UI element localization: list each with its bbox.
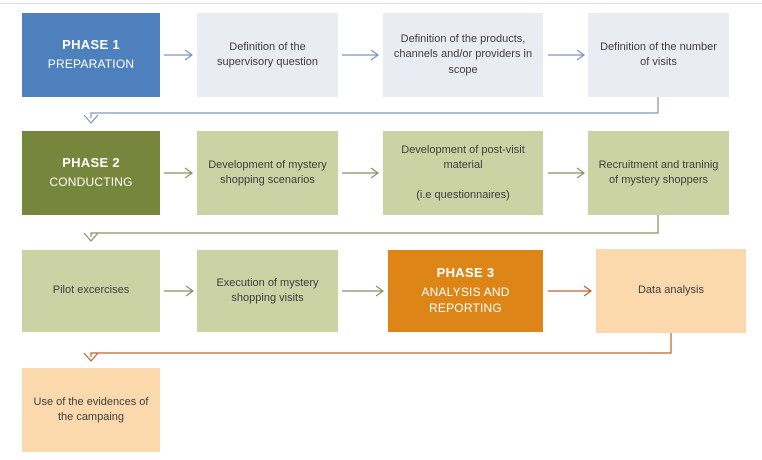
phase1-box: PHASE 1 PREPARATION <box>22 13 160 97</box>
step-label: Definition of the products, channels and… <box>393 32 533 76</box>
elbow-connector-row1-row2 <box>83 97 659 124</box>
step-post-visit-material: Development of post-visit material (i.e … <box>383 131 543 215</box>
arrow-right-icon <box>342 285 385 297</box>
arrow-right-icon <box>164 167 194 179</box>
phase2-subtitle: CONDUCTING <box>49 175 133 190</box>
step-label: Pilot excercises <box>52 284 130 297</box>
step-label: Data analysis <box>637 284 705 297</box>
step-data-analysis: Data analysis <box>596 249 746 333</box>
arrow-right-icon <box>342 49 380 61</box>
step-number-of-visits: Definition of the number of visits <box>588 13 729 97</box>
step-supervisory-question: Definition of the supervisory question <box>197 13 338 97</box>
elbow-connector-row2-row3 <box>83 215 659 242</box>
step-label: Recruitment and traninig of mystery shop… <box>598 158 719 186</box>
arrow-right-icon <box>548 285 593 297</box>
step-products-channels-providers: Definition of the products, channels and… <box>383 13 543 97</box>
step-label: Development of mystery shopping scenario… <box>208 158 327 186</box>
phase1-title: PHASE 1 <box>62 37 120 53</box>
phase2-title: PHASE 2 <box>62 155 120 171</box>
arrow-right-icon <box>548 49 586 61</box>
step-label: Definition of the supervisory question <box>217 40 318 68</box>
arrow-right-icon <box>342 167 380 179</box>
step-label: Execution of mystery shopping visits <box>216 276 319 304</box>
top-divider <box>0 3 762 4</box>
step-execution-visits: Execution of mystery shopping visits <box>197 250 338 332</box>
step-use-of-evidences: Use of the evidences of the campaing <box>22 368 160 452</box>
phase3-title: PHASE 3 <box>436 265 495 281</box>
phase1-subtitle: PREPARATION <box>47 57 135 72</box>
phase3-box: PHASE 3 ANALYSIS AND REPORTING <box>388 250 543 332</box>
arrow-right-icon <box>164 285 195 297</box>
step-label: Definition of the number of visits <box>600 40 717 68</box>
arrow-right-icon <box>548 167 586 179</box>
step-mystery-shopping-scenarios: Development of mystery shopping scenario… <box>197 131 338 215</box>
step-label-line2: (i.e questionnaires) <box>416 188 510 201</box>
phase2-box: PHASE 2 CONDUCTING <box>22 131 160 215</box>
step-pilot-exercises: Pilot excercises <box>22 250 160 332</box>
phase3-subtitle: ANALYSIS AND REPORTING <box>421 285 510 315</box>
elbow-connector-row3-row4 <box>83 333 672 362</box>
step-recruitment-training: Recruitment and traninig of mystery shop… <box>588 131 729 215</box>
step-label: Use of the evidences of the campaing <box>33 395 149 423</box>
step-label-line1: Development of post-visit material <box>401 143 525 172</box>
arrow-right-icon <box>164 49 194 61</box>
